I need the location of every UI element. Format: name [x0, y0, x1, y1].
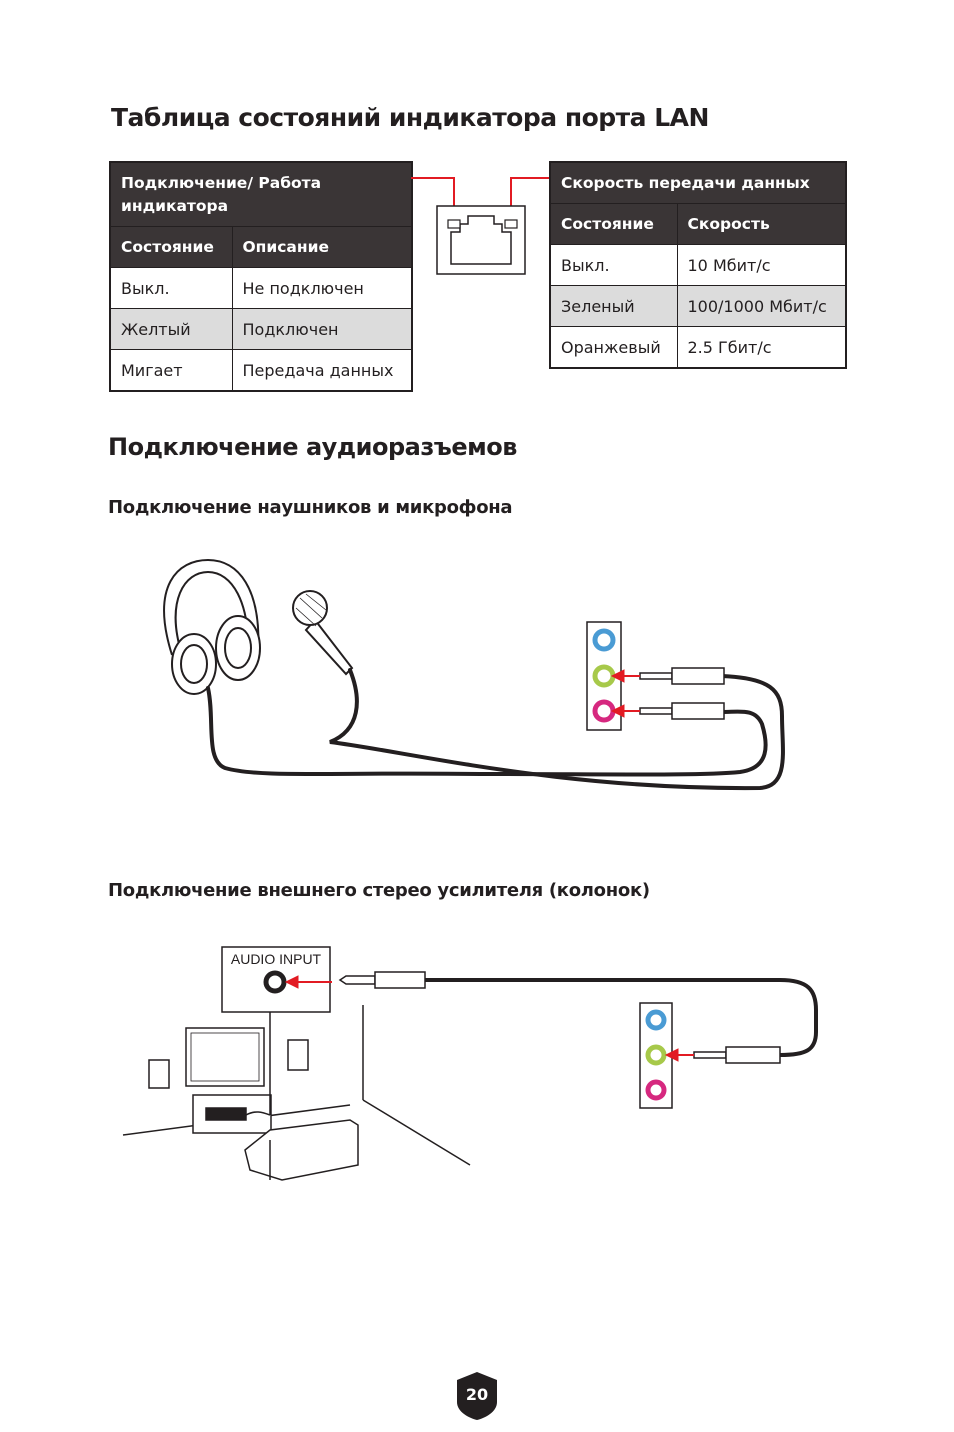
- column-header-speed: Скорость: [676, 203, 847, 245]
- headphone-plug: [639, 667, 725, 685]
- red-arrow-icon: [610, 669, 640, 718]
- table-cell: Выкл.: [109, 267, 233, 309]
- column-header-state: Состояние: [109, 226, 233, 268]
- link-activity-table: Подключение/ Работа индикатора Состояние…: [109, 161, 413, 392]
- link-table-header: Подключение/ Работа индикатора: [109, 161, 413, 227]
- mic-in-jack-icon: [645, 1079, 667, 1101]
- amplifier-subtitle: Подключение внешнего стерео усилителя (к…: [108, 880, 650, 901]
- table-cell: 2.5 Гбит/с: [676, 326, 847, 369]
- table-cell: Зеленый: [549, 285, 678, 327]
- microphone-icon: [292, 590, 354, 676]
- table-row: Оранжевый 2.5 Гбит/с: [549, 326, 847, 369]
- speed-table: Скорость передачи данных Состояние Скоро…: [549, 161, 847, 369]
- mic-plug: [639, 702, 725, 720]
- audio-input-box: AUDIO INPUT: [221, 946, 331, 1013]
- table-row: Выкл. 10 Мбит/с: [549, 244, 847, 286]
- sofa-icon: [244, 1119, 359, 1181]
- table-cell: 10 Мбит/с: [676, 244, 847, 286]
- table-row: Выкл. Не подключен: [109, 267, 413, 309]
- table-row: Желтый Подключен: [109, 308, 413, 350]
- tv-icon: [185, 1027, 265, 1087]
- headphones-icon: [163, 558, 261, 695]
- amp-plug-right: [693, 1046, 781, 1064]
- table-cell: Не подключен: [231, 267, 413, 309]
- headset-illustration: [163, 558, 785, 791]
- line-in-jack-icon: [592, 628, 616, 652]
- table-cell: Мигает: [109, 349, 233, 392]
- rj45-port-icon: [436, 205, 526, 275]
- table-cell: Передача данных: [231, 349, 413, 392]
- table-cell: Желтый: [109, 308, 233, 350]
- table-row: Зеленый 100/1000 Мбит/с: [549, 285, 847, 327]
- table-cell: Выкл.: [549, 244, 678, 286]
- speed-table-header: Скорость передачи данных: [549, 161, 847, 204]
- page-number-badge: 20: [457, 1372, 497, 1420]
- column-header-description: Описание: [231, 226, 413, 268]
- line-in-jack-icon: [645, 1009, 667, 1031]
- speaker-right-icon: [287, 1039, 309, 1071]
- speaker-left-icon: [148, 1059, 170, 1089]
- audio-input-jack-icon: [263, 970, 287, 994]
- lan-port-illustration: [411, 177, 549, 275]
- column-header-state: Состояние: [549, 203, 678, 245]
- audio-section-title: Подключение аудиоразъемов: [108, 433, 517, 461]
- table-cell: 100/1000 Мбит/с: [676, 285, 847, 327]
- lan-table-title: Таблица состояний индикатора порта LAN: [111, 103, 709, 132]
- amp-cable: [423, 978, 818, 1057]
- table-row: Мигает Передача данных: [109, 349, 413, 392]
- audio-input-label: AUDIO INPUT: [231, 951, 322, 967]
- amp-plug-left: [338, 971, 426, 989]
- room-scene: [122, 1005, 471, 1181]
- table-cell: Подключен: [231, 308, 413, 350]
- shield-icon: [457, 1372, 497, 1420]
- headset-cable: [206, 668, 785, 791]
- line-out-jack-icon: [645, 1044, 667, 1066]
- page-number: 20: [466, 1385, 488, 1404]
- headset-subtitle: Подключение наушников и микрофона: [108, 497, 513, 518]
- red-arrow-icon: [284, 975, 694, 1062]
- amplifier-illustration: AUDIO INPUT: [122, 946, 818, 1181]
